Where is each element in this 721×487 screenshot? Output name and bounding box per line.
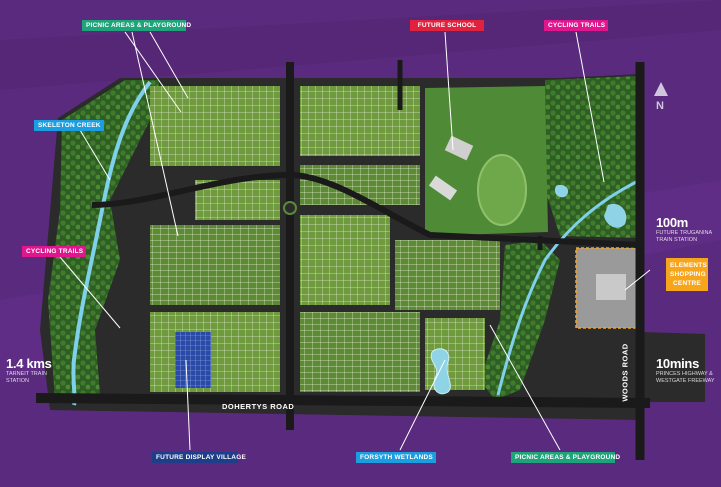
picnic-areas-bottom-label: PICNIC AREAS & PLAYGROUND: [511, 452, 620, 463]
road-network: [35, 60, 651, 460]
school-oval: [477, 154, 527, 226]
school-building-2: [428, 175, 458, 201]
cycling-reserve-ne: [545, 76, 640, 238]
shopping-centre-site: [575, 247, 637, 329]
truganina-distance: 100m FUTURE TRUGANINA TRAIN STATION: [656, 215, 712, 244]
truganina-caption-2: TRAIN STATION: [656, 237, 698, 243]
picnic-areas-top-label: PICNIC AREAS & PLAYGROUND: [82, 20, 191, 31]
forsyth-wetlands-label: FORSYTH WETLANDS: [356, 452, 436, 463]
display-village-lots: [175, 332, 211, 388]
creek-reserve-west: [48, 80, 160, 400]
compass-label: N: [656, 100, 664, 112]
wetland-pond-ne: [604, 203, 627, 228]
truganina-caption-1: FUTURE TRUGANINA: [656, 230, 713, 236]
freeway-distance-value: 10mins: [656, 356, 700, 371]
eastern-creek: [496, 178, 641, 396]
freeway-caption-2: WESTGATE FREEWAY: [656, 378, 715, 384]
future-school-label: FUTURE SCHOOL: [410, 20, 484, 31]
wetland-pond-ne-2: [554, 184, 569, 198]
freeway-caption-1: PRINCES HIGHWAY &: [656, 371, 713, 377]
tarneit-distance: 1.4 kms TARNEIT TRAIN STATION: [6, 356, 52, 385]
truganina-distance-value: 100m: [656, 215, 689, 230]
tarneit-caption-2: STATION: [6, 378, 30, 384]
tarneit-caption-1: TARNEIT TRAIN: [6, 371, 47, 377]
school-building: [444, 135, 474, 161]
north-arrow-icon: [654, 82, 668, 96]
tarneit-distance-value: 1.4 kms: [6, 356, 52, 371]
future-display-village-label: FUTURE DISPLAY VILLAGE: [152, 452, 246, 463]
woods-road-label: WOODS ROAD: [620, 343, 630, 402]
roundabout: [283, 201, 297, 215]
elements-shopping-centre-label: ELEMENTS SHOPPING CENTRE: [666, 258, 708, 291]
callout-lines: [59, 31, 651, 451]
cycling-trails-top-label: CYCLING TRAILS: [544, 20, 608, 31]
forsyth-wetlands: [430, 348, 451, 395]
cycling-trails-left-label: CYCLING TRAILS: [22, 246, 86, 257]
skeleton-creek: [71, 80, 152, 406]
skeleton-creek-label: SKELETON CREEK: [34, 120, 104, 131]
dohertys-road-label: DOHERTYS ROAD: [222, 402, 295, 411]
freeway-distance: 10mins PRINCES HIGHWAY & WESTGATE FREEWA…: [656, 356, 715, 385]
